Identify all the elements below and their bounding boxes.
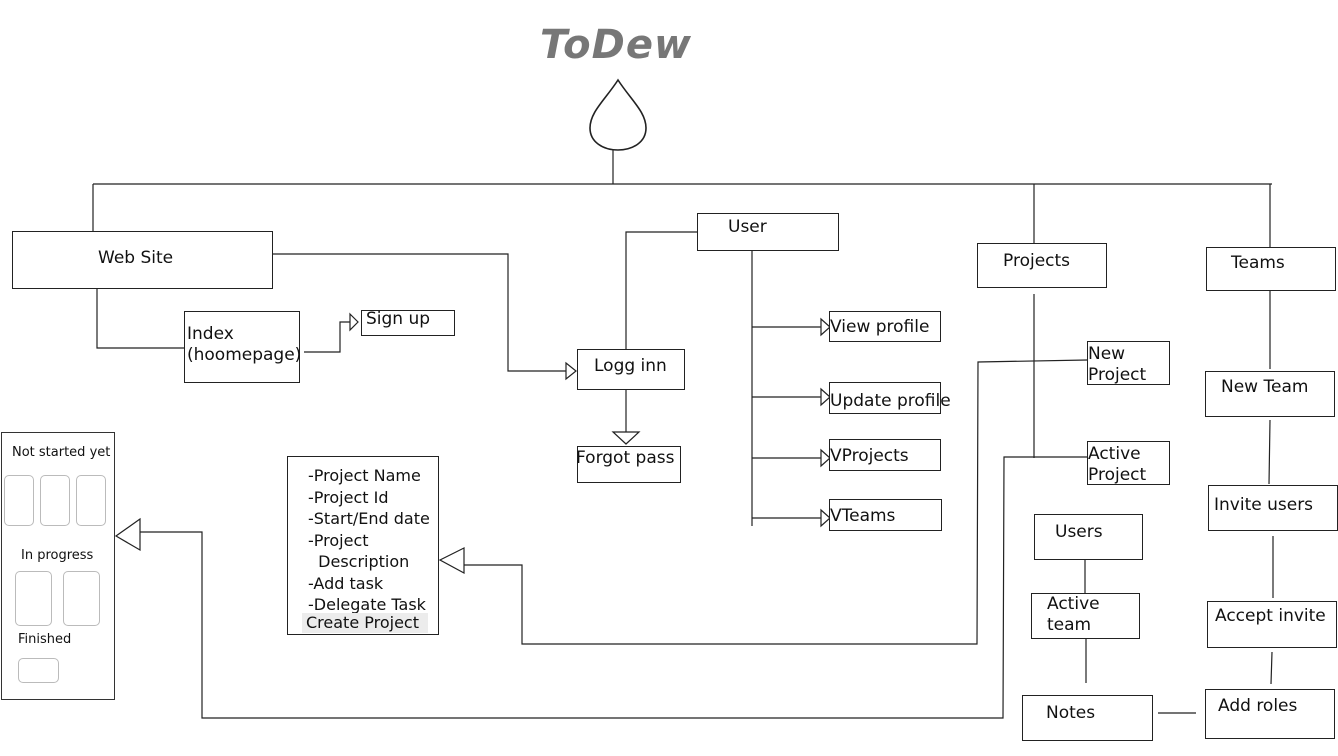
node-website-label: Web Site <box>98 248 174 268</box>
node-invite-users: Invite users <box>1208 485 1338 531</box>
drop-icon <box>589 78 647 151</box>
node-invite-users-label: Invite users <box>1214 495 1314 515</box>
detail-item: -Project Description <box>308 530 410 572</box>
node-users: Users <box>1034 514 1143 560</box>
node-active-team-label: Active team <box>1047 594 1100 635</box>
node-new-team: New Team <box>1205 371 1335 417</box>
app-logo-title: ToDew <box>540 22 692 68</box>
project-details-box: -Project Name -Project Id -Start/End dat… <box>287 456 439 635</box>
task-card[interactable] <box>18 658 59 683</box>
node-vteams-label: VTeams <box>830 506 896 526</box>
node-website: Web Site <box>12 231 273 289</box>
task-card[interactable] <box>15 571 52 626</box>
node-users-label: Users <box>1055 522 1103 542</box>
node-vteams: VTeams <box>829 499 942 531</box>
node-notes: Notes <box>1022 695 1153 741</box>
node-teams-label: Teams <box>1231 253 1285 273</box>
node-active-project: Active Project <box>1087 441 1170 485</box>
node-view-profile-label: View profile <box>830 317 930 337</box>
node-user: User <box>697 213 839 251</box>
node-user-label: User <box>728 217 767 237</box>
node-accept-invite: Accept invite <box>1207 601 1337 648</box>
node-active-project-label: Active Project <box>1088 444 1147 485</box>
node-teams: Teams <box>1206 247 1336 291</box>
node-new-team-label: New Team <box>1221 377 1309 397</box>
task-board-panel: Not started yet In progress Finished <box>1 432 115 700</box>
task-card[interactable] <box>40 475 70 526</box>
node-view-profile: View profile <box>829 311 941 342</box>
node-forgot-pass-label: Forgot pass <box>576 448 675 468</box>
node-login-label: Logg inn <box>594 356 667 376</box>
detail-item: -Delegate Task <box>308 595 426 614</box>
node-vprojects-label: VProjects <box>830 446 909 466</box>
task-card[interactable] <box>4 475 34 526</box>
node-add-roles-label: Add roles <box>1218 696 1298 716</box>
detail-item: -Start/End date <box>308 509 430 528</box>
node-vprojects: VProjects <box>829 439 941 471</box>
node-index-label: Index (hoomepage) <box>187 324 302 365</box>
project-details-list: -Project Name -Project Id -Start/End dat… <box>308 465 430 616</box>
node-update-profile-label: Update profile <box>830 391 951 411</box>
node-projects-label: Projects <box>1003 251 1071 271</box>
node-update-profile: Update profile <box>829 382 951 414</box>
create-project-button[interactable]: Create Project <box>302 613 428 633</box>
detail-item: -Project Id <box>308 487 389 507</box>
board-not-started-label: Not started yet <box>12 445 111 460</box>
task-card[interactable] <box>76 475 106 526</box>
node-active-team: Active team <box>1031 593 1140 639</box>
node-projects: Projects <box>977 243 1107 288</box>
board-finished-label: Finished <box>18 632 72 647</box>
node-signup-label: Sign up <box>366 309 431 329</box>
node-forgot-pass: Forgot pass <box>576 446 681 483</box>
node-index: Index (hoomepage) <box>184 311 302 383</box>
node-add-roles: Add roles <box>1205 689 1335 739</box>
detail-item: -Project Name <box>308 466 421 485</box>
detail-item: -Add task <box>308 573 384 593</box>
node-login: Logg inn <box>577 349 685 390</box>
node-new-project: New Project <box>1087 341 1170 385</box>
node-notes-label: Notes <box>1046 703 1096 723</box>
task-card[interactable] <box>63 571 100 626</box>
board-in-progress-label: In progress <box>21 548 94 563</box>
node-signup: Sign up <box>361 309 455 336</box>
node-new-project-label: New Project <box>1088 344 1147 385</box>
node-accept-invite-label: Accept invite <box>1215 606 1326 626</box>
